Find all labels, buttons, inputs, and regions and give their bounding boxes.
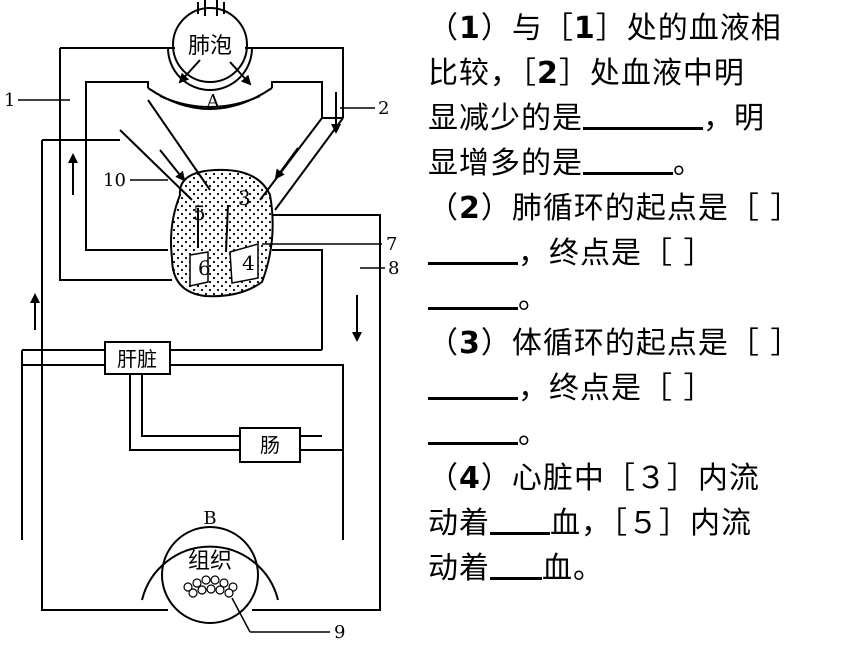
label-1: 1 xyxy=(4,90,15,111)
answer-blank-q2-start[interactable] xyxy=(428,234,518,265)
label-5: 5 xyxy=(193,201,206,225)
label-A: A xyxy=(206,91,221,112)
label-9: 9 xyxy=(334,622,345,643)
answer-blank-q4-chamber3[interactable] xyxy=(490,504,550,535)
arrow-alveolus-right xyxy=(229,61,252,86)
q4-text-3a: 动着 xyxy=(428,551,490,586)
intestine-box xyxy=(239,427,301,463)
liver-box xyxy=(104,341,171,375)
label-B: B xyxy=(203,508,216,529)
label-3: 3 xyxy=(238,186,251,210)
answer-blank-q1-decreased[interactable] xyxy=(583,99,703,130)
q4-text-3b: 血。 xyxy=(542,551,604,586)
answer-blank-q3-end[interactable] xyxy=(428,414,518,445)
q1-text-3a: 显减少的是 xyxy=(428,101,583,136)
q2-text-3b: 。 xyxy=(518,281,549,316)
answer-blank-q3-start[interactable] xyxy=(428,369,518,400)
label-7: 7 xyxy=(386,234,397,255)
q3-line-2: ，终点是［ ］ xyxy=(428,366,860,411)
q4-text-2a: 动着 xyxy=(428,506,490,541)
alveolus-circle xyxy=(172,7,248,83)
arrow-vein-to-atrium xyxy=(159,149,186,182)
q3-text-1: （3）体循环的起点是［ ］ xyxy=(428,326,802,361)
q4-line-3: 动着 血。 xyxy=(428,546,860,591)
q3-text-2b: ，终点是［ ］ xyxy=(518,371,715,406)
q4-line-2: 动着 血，［５］内流 xyxy=(428,501,860,546)
q1-line-1: （1）与［1］处的血液相 xyxy=(428,6,860,51)
tissue-label: 组织 xyxy=(188,549,232,574)
tissue-cells xyxy=(183,575,238,598)
q1-text-1: （1）与［1］处的血液相 xyxy=(428,11,782,46)
label-4: 4 xyxy=(242,251,255,275)
label-2: 2 xyxy=(378,98,389,119)
answer-blank-q1-increased[interactable] xyxy=(583,144,673,175)
q1-line-3: 显减少的是 ，明 xyxy=(428,96,860,141)
q4-text-1: （4）心脏中［３］内流 xyxy=(428,461,760,496)
alveolus-label: 肺泡 xyxy=(188,34,232,59)
q1-text-4b: 。 xyxy=(673,146,704,181)
answer-blank-q2-end[interactable] xyxy=(428,279,518,310)
q2-line-1: （2）肺循环的起点是［ ］ xyxy=(428,186,860,231)
question-panel: （1）与［1］处的血液相 比较，［2］处血液中明 显减少的是，明 显增多的是。 … xyxy=(428,6,860,591)
q1-text-4a: 显增多的是 xyxy=(428,146,583,181)
q3-text-3b: 。 xyxy=(518,416,549,451)
q2-text-2b: ，终点是［ ］ xyxy=(518,236,715,271)
arrow-to-left-atrium xyxy=(274,147,299,180)
q1-line-4: 显增多的是 。 xyxy=(428,141,860,186)
q4-line-1: （4）心脏中［３］内流 xyxy=(428,456,860,501)
q3-line-3: 。 xyxy=(428,411,860,456)
q2-text-1: （2）肺循环的起点是［ ］ xyxy=(428,191,802,226)
q2-line-2: ，终点是［ ］ xyxy=(428,231,860,276)
q1-text-2: 比较，［2］处血液中明 xyxy=(428,56,745,91)
blood-circulation-diagram: 肝脏 肠 组织 肺泡 A B 1 2 3 4 5 6 7 8 9 10 xyxy=(4,0,399,643)
q4-text-2b: 血，［５］内流 xyxy=(550,506,752,541)
arrow-alveolus-left xyxy=(178,59,201,84)
tissue-circle xyxy=(161,526,259,624)
q3-line-1: （3）体循环的起点是［ ］ xyxy=(428,321,860,366)
q1-text-3b: ，明 xyxy=(703,101,765,136)
label-6: 6 xyxy=(198,256,211,280)
q2-line-3: 。 xyxy=(428,276,860,321)
label-10: 10 xyxy=(103,170,126,191)
intestine-label: 肠 xyxy=(260,433,280,457)
label-8: 8 xyxy=(388,258,399,279)
liver-label: 肝脏 xyxy=(117,347,157,371)
q1-line-2: 比较，［2］处血液中明 xyxy=(428,51,860,96)
answer-blank-q4-chamber5[interactable] xyxy=(490,549,542,580)
